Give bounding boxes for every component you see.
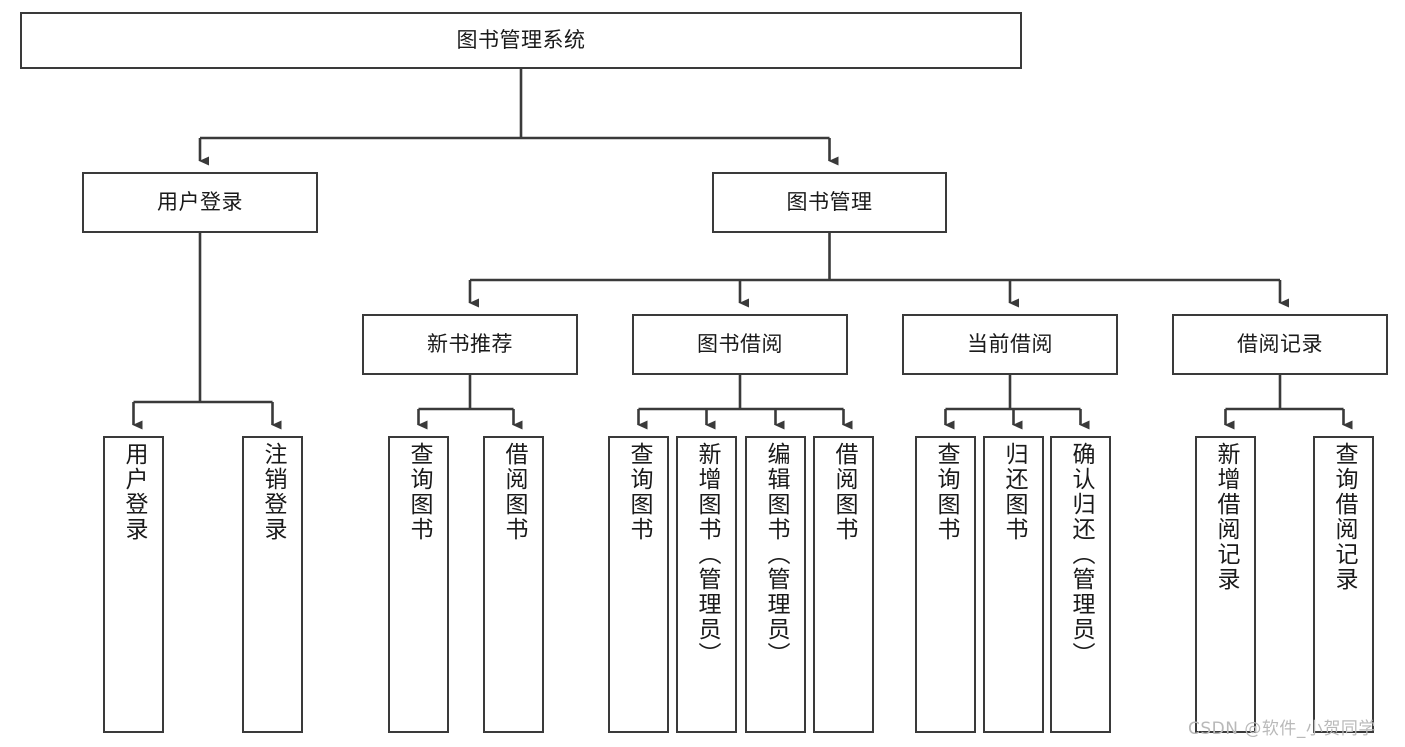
node-leaf-query-borrow-record[interactable]: 查询借阅记录 bbox=[1313, 436, 1374, 733]
node-label: 归还图书 bbox=[1001, 442, 1027, 542]
node-label: 借阅图书 bbox=[501, 442, 527, 542]
node-leaf-query-book-recommend[interactable]: 查询图书 bbox=[388, 436, 449, 733]
node-label: 用户登录 bbox=[121, 442, 147, 542]
node-label: 查询图书 bbox=[626, 442, 652, 542]
node-leaf-query-book-borrow[interactable]: 查询图书 bbox=[608, 436, 669, 733]
node-leaf-edit-book-admin[interactable]: 编辑图书（管理员） bbox=[745, 436, 806, 733]
node-new-book-recommend[interactable]: 新书推荐 bbox=[362, 314, 578, 375]
node-leaf-return-book[interactable]: 归还图书 bbox=[983, 436, 1044, 733]
node-label: 查询图书 bbox=[933, 442, 959, 542]
node-book-borrow[interactable]: 图书借阅 bbox=[632, 314, 848, 375]
node-leaf-add-borrow-record[interactable]: 新增借阅记录 bbox=[1195, 436, 1256, 733]
node-leaf-query-book-current[interactable]: 查询图书 bbox=[915, 436, 976, 733]
node-label: 新书推荐 bbox=[427, 331, 513, 356]
node-label: 用户登录 bbox=[157, 189, 243, 214]
node-current-borrow[interactable]: 当前借阅 bbox=[902, 314, 1118, 375]
node-label: 新增借阅记录 bbox=[1213, 442, 1239, 592]
node-label: 图书管理系统 bbox=[456, 27, 586, 52]
node-root[interactable]: 图书管理系统 bbox=[20, 12, 1022, 69]
node-label: 图书管理 bbox=[786, 189, 873, 214]
node-leaf-user-login[interactable]: 用户登录 bbox=[103, 436, 164, 733]
node-label: 确认归还（管理员） bbox=[1068, 442, 1094, 667]
node-borrow-record[interactable]: 借阅记录 bbox=[1172, 314, 1388, 375]
node-leaf-logout-login[interactable]: 注销登录 bbox=[242, 436, 303, 733]
csdn-watermark: CSDN @软件_小贺同学 bbox=[1188, 719, 1376, 739]
node-leaf-borrow-book-recommend[interactable]: 借阅图书 bbox=[483, 436, 544, 733]
node-label: 查询借阅记录 bbox=[1331, 442, 1357, 592]
node-label: 注销登录 bbox=[260, 442, 286, 542]
node-book-manage[interactable]: 图书管理 bbox=[712, 172, 947, 233]
node-leaf-borrow-book[interactable]: 借阅图书 bbox=[813, 436, 874, 733]
node-label: 查询图书 bbox=[406, 442, 432, 542]
node-label: 当前借阅 bbox=[967, 331, 1053, 356]
node-label: 借阅记录 bbox=[1237, 331, 1323, 356]
node-leaf-confirm-return-admin[interactable]: 确认归还（管理员） bbox=[1050, 436, 1111, 733]
node-label: 新增图书（管理员） bbox=[694, 442, 720, 667]
node-user-login[interactable]: 用户登录 bbox=[82, 172, 318, 233]
node-label: 编辑图书（管理员） bbox=[763, 442, 789, 667]
node-label: 借阅图书 bbox=[831, 442, 857, 542]
node-leaf-add-book-admin[interactable]: 新增图书（管理员） bbox=[676, 436, 737, 733]
node-label: 图书借阅 bbox=[697, 331, 783, 356]
